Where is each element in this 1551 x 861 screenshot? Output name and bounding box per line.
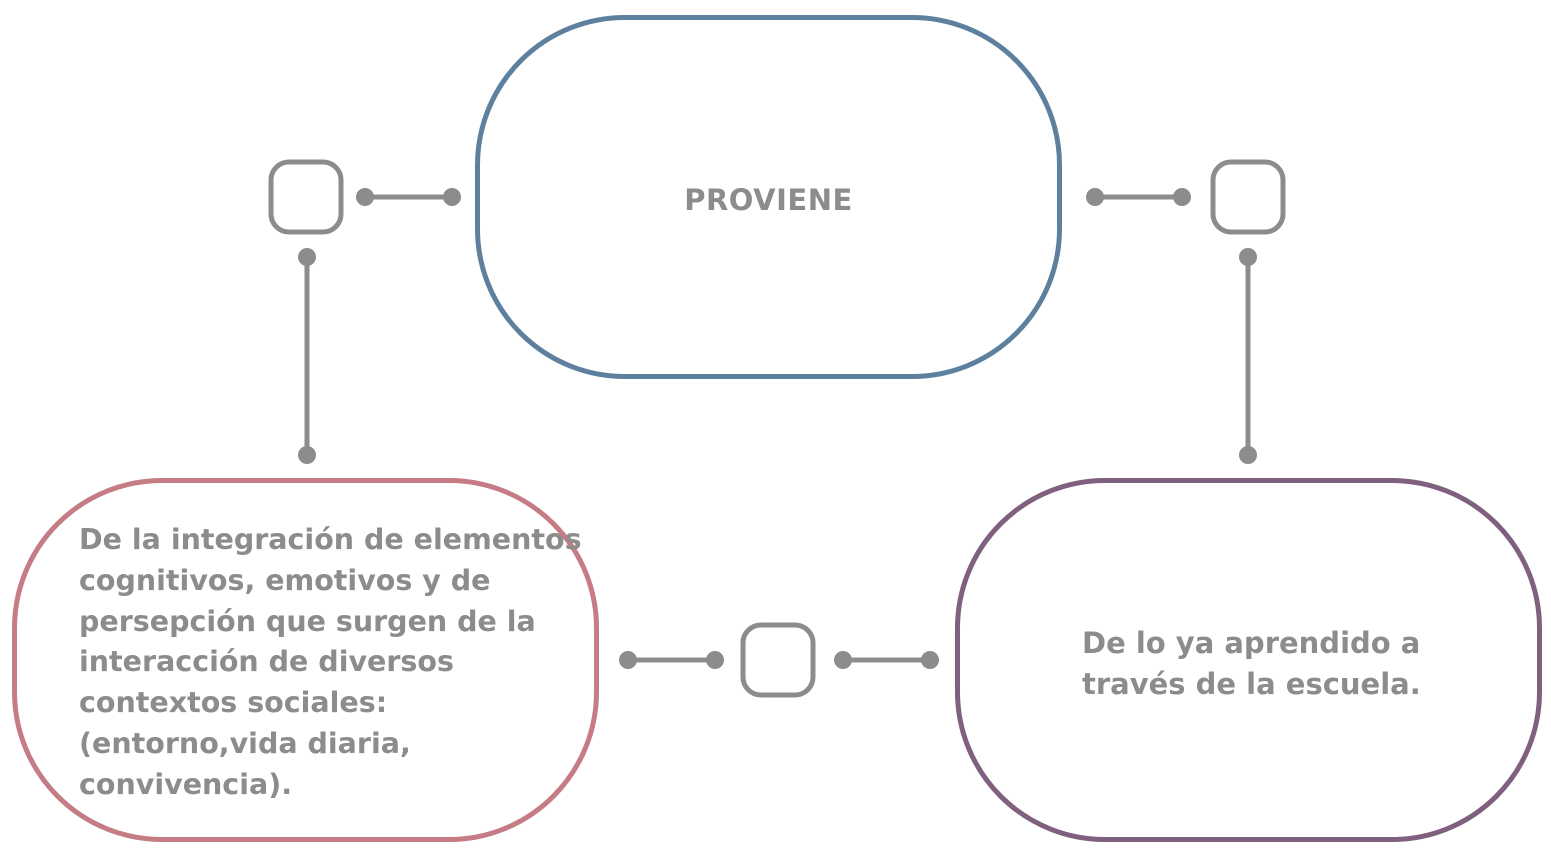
corner-box-right [1210, 159, 1286, 235]
connector-top-right [1086, 188, 1191, 206]
connector-top-left [356, 188, 461, 206]
node-proviene-text: PROVIENE [684, 183, 853, 217]
connector-bottom-left [619, 651, 724, 669]
node-proviene: PROVIENE [475, 15, 1062, 379]
node-integration: De la integración de elementos cognitivo… [12, 478, 599, 842]
node-integration-text: De la integración de elementos cognitivo… [79, 523, 582, 801]
connector-bottom-right [834, 651, 939, 669]
node-school-text: De lo ya aprendido a través de la escuel… [1082, 626, 1421, 701]
connector-right-vertical [1239, 248, 1257, 464]
connector-left-vertical [298, 248, 316, 464]
corner-box-left [268, 159, 344, 235]
node-school: De lo ya aprendido a través de la escuel… [955, 478, 1542, 842]
corner-box-bottom [740, 622, 816, 698]
